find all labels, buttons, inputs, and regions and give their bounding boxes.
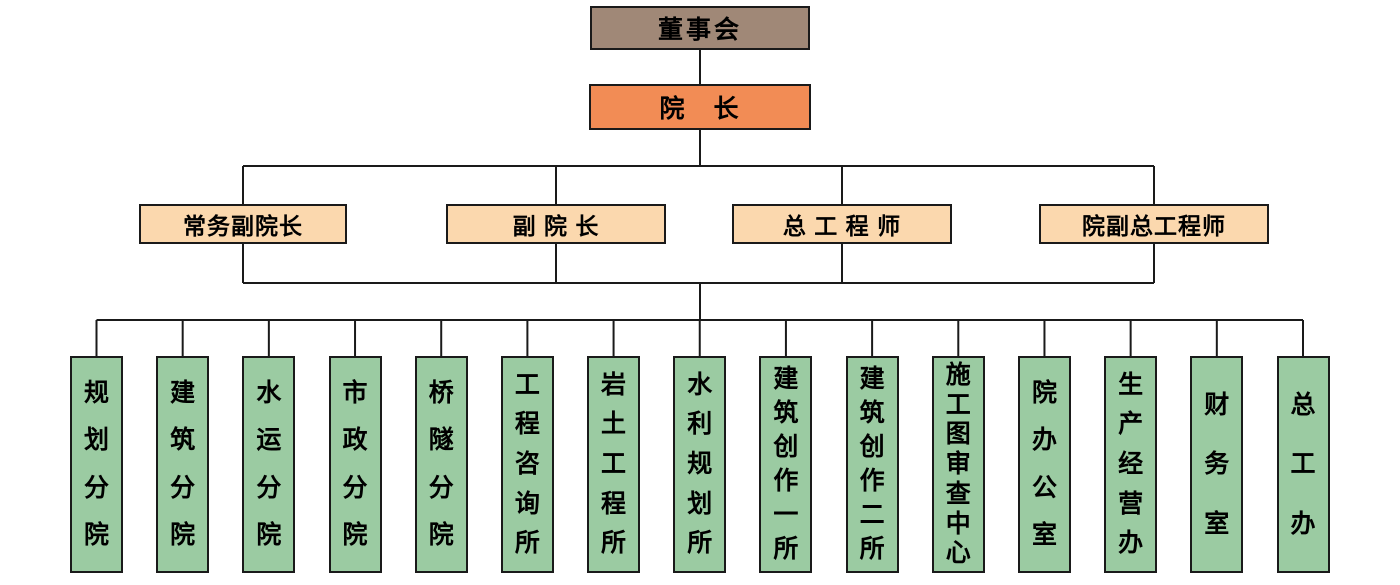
org-box-department: 水利规划所 xyxy=(673,356,727,573)
department-label-char: 筑 xyxy=(170,426,196,455)
department-label-char: 利 xyxy=(687,410,713,439)
department-label-char: 所 xyxy=(687,529,713,558)
department-label-char: 室 xyxy=(1031,521,1057,550)
department-label-char: 工 xyxy=(514,370,540,399)
department-label-char: 水 xyxy=(687,370,713,399)
department-label-char: 营 xyxy=(1118,489,1144,518)
department-label-char: 院 xyxy=(83,521,109,550)
department-label-char: 筑 xyxy=(773,399,799,427)
department-label-char: 分 xyxy=(170,473,196,502)
department-label-char: 运 xyxy=(256,426,282,455)
department-label-char: 办 xyxy=(1031,426,1057,455)
department-label-char: 经 xyxy=(1118,449,1144,478)
department-label-char: 所 xyxy=(514,529,540,558)
org-box-department: 生产经营办 xyxy=(1104,356,1158,573)
org-box-department: 规划分院 xyxy=(70,356,123,573)
org-box-department: 岩土工程所 xyxy=(587,356,641,573)
department-label-char: 院 xyxy=(256,521,282,550)
department-label-char: 建 xyxy=(170,378,196,407)
department-label-char: 分 xyxy=(256,473,282,502)
org-box-executive: 副 院 长 xyxy=(446,204,666,244)
department-label-char: 所 xyxy=(601,529,627,558)
department-label-char: 办 xyxy=(1118,529,1144,558)
department-label-char: 水 xyxy=(256,378,282,407)
department-label-char: 院 xyxy=(342,521,368,550)
department-label-char: 一 xyxy=(773,501,799,529)
department-label-char: 院 xyxy=(428,521,454,550)
department-label-char: 院 xyxy=(1031,378,1057,407)
org-box-department: 水运分院 xyxy=(242,356,296,573)
department-label-char: 办 xyxy=(1290,509,1316,538)
department-label-char: 分 xyxy=(83,473,109,502)
department-label-char: 工 xyxy=(601,449,627,478)
department-label-char: 桥 xyxy=(428,378,454,407)
org-box-executive: 常务副院长 xyxy=(139,204,347,244)
department-label-char: 公 xyxy=(1031,473,1057,502)
department-label-char: 室 xyxy=(1204,509,1230,538)
department-label-char: 所 xyxy=(859,535,885,563)
department-label-char: 图 xyxy=(945,420,971,449)
department-label-char: 政 xyxy=(342,426,368,455)
org-box-department: 桥隧分院 xyxy=(414,356,468,573)
department-label-char: 咨 xyxy=(514,449,540,478)
org-box-department: 工程咨询所 xyxy=(500,356,554,573)
department-label-char: 规 xyxy=(687,449,713,478)
department-label-char: 工 xyxy=(945,390,971,419)
department-label-char: 中 xyxy=(945,509,971,538)
department-label-char: 规 xyxy=(83,378,109,407)
org-box-department: 市政分院 xyxy=(328,356,382,573)
department-label-char: 建 xyxy=(859,365,885,393)
org-box-department: 建筑创作一所 xyxy=(759,356,813,573)
department-label-char: 生 xyxy=(1118,370,1144,399)
department-label-char: 财 xyxy=(1204,390,1230,419)
department-label-char: 划 xyxy=(83,426,109,455)
department-label-char: 市 xyxy=(342,378,368,407)
department-label-char: 筑 xyxy=(859,399,885,427)
department-label-char: 划 xyxy=(687,489,713,518)
department-label-char: 院 xyxy=(170,521,196,550)
department-label-char: 询 xyxy=(514,489,540,518)
org-box-department: 建筑创作二所 xyxy=(845,356,899,573)
org-box-department: 财务室 xyxy=(1190,356,1244,573)
department-label-char: 岩 xyxy=(601,370,627,399)
department-label-char: 分 xyxy=(342,473,368,502)
org-box-executive: 院副总工程师 xyxy=(1039,204,1269,244)
department-label-char: 作 xyxy=(859,467,885,495)
department-label-char: 工 xyxy=(1290,450,1316,478)
department-label-char: 隧 xyxy=(428,426,454,455)
department-label-char: 建 xyxy=(773,365,799,393)
department-label-char: 二 xyxy=(859,501,885,529)
org-box-executive: 总 工 程 师 xyxy=(732,204,952,244)
org-box-department: 总工办 xyxy=(1276,356,1330,573)
department-label-char: 分 xyxy=(428,473,454,502)
department-label-char: 审 xyxy=(945,450,971,478)
department-label-char: 所 xyxy=(773,535,799,563)
department-label-char: 施 xyxy=(945,360,971,389)
org-box-president: 院 长 xyxy=(589,84,811,130)
department-label-char: 程 xyxy=(514,410,540,439)
department-label-char: 作 xyxy=(773,467,799,495)
org-box-department: 施工图审查中心 xyxy=(931,356,985,573)
org-box-board: 董事会 xyxy=(590,6,810,50)
department-label-char: 程 xyxy=(601,489,627,518)
department-label-char: 土 xyxy=(601,410,627,439)
org-box-department: 院办公室 xyxy=(1017,356,1071,573)
department-label-char: 总 xyxy=(1290,390,1316,419)
department-label-char: 查 xyxy=(945,479,971,508)
department-label-char: 创 xyxy=(773,433,799,461)
department-label-char: 产 xyxy=(1118,410,1144,439)
department-label-char: 心 xyxy=(945,539,971,568)
org-box-department: 建筑分院 xyxy=(156,356,210,573)
department-label-char: 创 xyxy=(859,433,885,461)
department-label-char: 务 xyxy=(1204,450,1230,478)
